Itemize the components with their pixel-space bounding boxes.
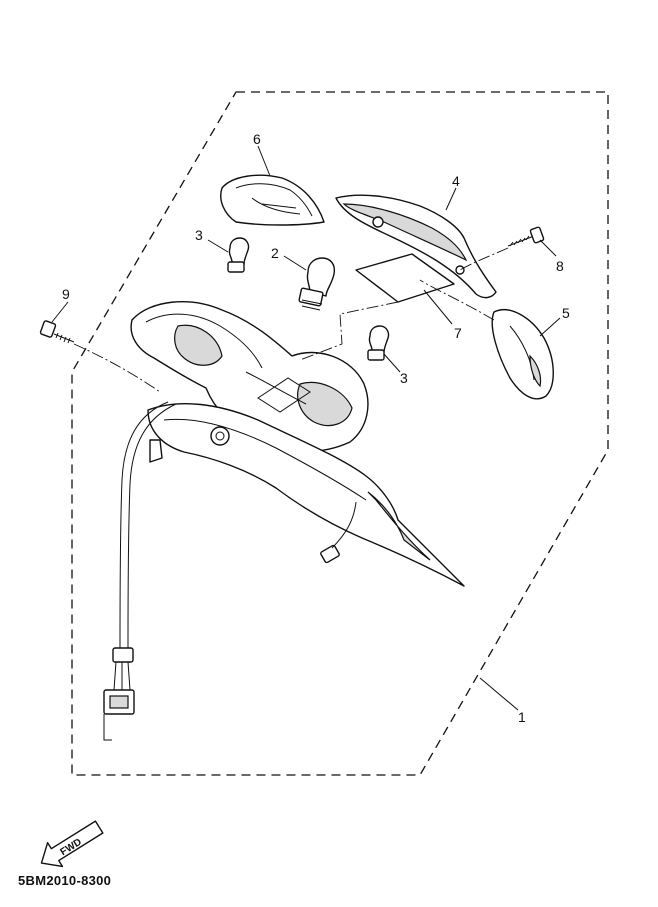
callout-3-right: 3	[400, 370, 408, 386]
callout-3-left: 3	[195, 227, 203, 243]
part-9-screw[interactable]	[39, 320, 75, 344]
centerline-gasket	[299, 301, 399, 361]
leader-8	[539, 239, 557, 257]
callout-9: 9	[62, 286, 70, 302]
leader-3-left	[207, 239, 229, 253]
leader-9	[51, 301, 69, 323]
callout-2: 2	[271, 245, 279, 261]
part-8-screw[interactable]	[507, 226, 545, 247]
part-1-housing-assembly[interactable]	[103, 301, 465, 741]
callout-6: 6	[253, 131, 261, 147]
leader-4	[445, 187, 457, 211]
part-6-lens[interactable]	[220, 174, 325, 226]
centerline-screw-8	[459, 247, 509, 271]
part-4-cover[interactable]	[335, 194, 497, 299]
centerline-reflector	[419, 279, 495, 321]
callout-4: 4	[452, 173, 460, 189]
part-3-bulb-right[interactable]	[367, 325, 390, 361]
callout-1: 1	[518, 709, 526, 725]
leader-5	[539, 317, 561, 337]
leader-2	[283, 255, 307, 271]
leader-6	[257, 145, 271, 177]
centerline-screw-9	[73, 343, 161, 393]
diagram-code: 5BM2010-8300	[18, 873, 112, 888]
callout-7: 7	[454, 325, 462, 341]
part-7-gasket[interactable]	[355, 253, 455, 303]
callout-5: 5	[562, 305, 570, 321]
callout-8: 8	[556, 258, 564, 274]
part-2-bulb[interactable]	[298, 257, 336, 311]
part-3-bulb-left[interactable]	[227, 237, 250, 273]
leader-1	[479, 677, 519, 711]
fwd-arrow-icon: FWD	[40, 820, 104, 868]
leader-7	[423, 289, 453, 325]
leader-3-right	[383, 353, 401, 373]
part-5-reflector[interactable]	[491, 309, 554, 400]
